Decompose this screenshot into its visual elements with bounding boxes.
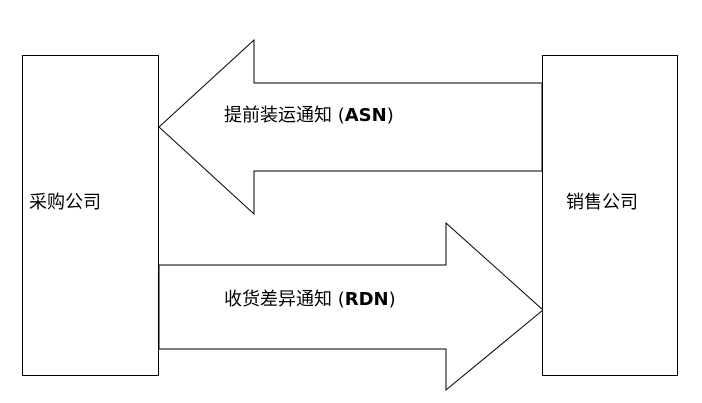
sales-company-label: 销售公司 [566,192,638,213]
asn-label-prefix: 提前装运通知 ( [224,105,345,126]
asn-label-abbr: ASN [345,105,387,126]
asn-arrow [158,38,543,216]
rdn-label-abbr: RDN [345,289,389,310]
asn-label-suffix: ) [387,105,394,126]
asn-label: 提前装运通知 (ASN) [224,105,394,126]
rdn-label-suffix: ) [389,289,396,310]
rdn-label-prefix: 收货差异通知 ( [224,289,345,310]
sales-company-box [542,55,678,376]
rdn-arrow [158,221,544,392]
rdn-label: 收货差异通知 (RDN) [224,289,396,310]
purchasing-company-label: 采购公司 [29,192,101,213]
purchasing-company-box [22,55,159,376]
